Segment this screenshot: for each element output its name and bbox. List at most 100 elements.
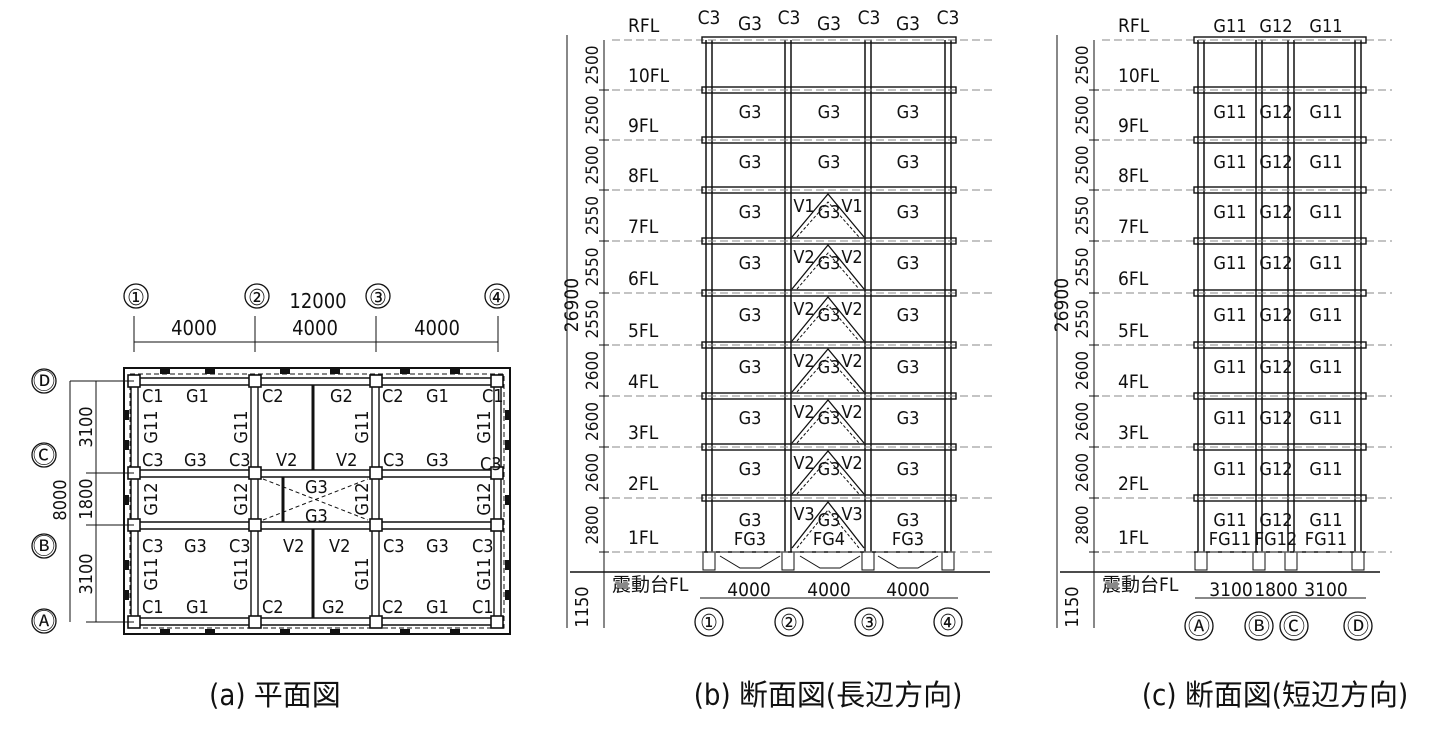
member-label: G11: [1213, 357, 1246, 378]
member-label: C3: [142, 450, 164, 471]
member-label: G12: [141, 482, 162, 515]
member-label: FG4: [813, 529, 845, 550]
floor-beam: [1193, 186, 1367, 194]
member-label: G11: [1309, 357, 1342, 378]
short-section-caption: (c) 断面図(短辺方向): [1142, 678, 1408, 712]
member-label: G3: [426, 450, 449, 471]
member-label: G3: [739, 459, 762, 480]
member-label: G12: [1259, 152, 1292, 173]
floor-beam: [1193, 341, 1367, 349]
member-label: C2: [262, 386, 284, 407]
floor-beam: [1193, 36, 1367, 44]
plan-column-lines-labels: G11 G11 G11 G11 G12 G12 G12 G12 G11 G11 …: [141, 410, 495, 590]
member-label: G11: [1309, 202, 1342, 223]
member-label: G11: [1309, 253, 1342, 274]
member-label: C3: [142, 536, 164, 557]
story-height-label: 2600: [583, 453, 603, 492]
plan-axis-4: ④: [488, 286, 506, 311]
member-label: G11: [1213, 408, 1246, 429]
brace-label: V2: [793, 247, 814, 268]
member-label: C1: [142, 597, 164, 618]
brace-label: V2: [841, 402, 862, 423]
story-height-label: 2550: [583, 300, 603, 339]
story-height-label: 2500: [583, 96, 603, 135]
plan-axis-1: ①: [127, 286, 145, 311]
member-label: G3: [739, 510, 762, 531]
member-label: V2: [276, 450, 297, 471]
story-height-label: 2600: [1073, 453, 1093, 492]
story-height-label: 2800: [583, 506, 603, 545]
floor-label: 4FL: [1118, 371, 1149, 393]
floor-beam: [1193, 289, 1367, 297]
member-label: G11: [1213, 152, 1246, 173]
brace-label: V2: [793, 402, 814, 423]
inverted-v-brace: [796, 304, 860, 342]
story-height-label: 2550: [583, 196, 603, 235]
plan-yspan-lower: 3100: [76, 553, 97, 594]
long-span-3: 4000: [886, 579, 930, 601]
member-label: G1: [426, 386, 449, 407]
member-label: G11: [141, 557, 162, 590]
member-label: C3: [858, 7, 881, 29]
member-label: G3: [305, 477, 328, 498]
plan-row-mid: G3 G3: [305, 477, 328, 527]
member-label: V2: [329, 536, 350, 557]
plan-axis-2: ②: [248, 286, 266, 311]
member-label: G3: [739, 102, 762, 123]
member-label: G3: [184, 450, 207, 471]
member-label: C3: [937, 7, 960, 29]
plan-row-b: C3 G3 C3 V2 V2 C3 G3 C3: [142, 536, 494, 557]
member-label: C3: [480, 454, 502, 475]
plan-yspan-middle: 1800: [76, 478, 97, 519]
short-span-3: 3100: [1304, 579, 1348, 601]
plan-span-2: 4000: [292, 316, 338, 340]
member-label: G3: [897, 253, 920, 274]
short-section-labels: 26900 1150 震動台FL 3100 1800 3100 Ⓐ Ⓑ Ⓒ Ⓓ …: [1051, 278, 1408, 712]
floor-beam: [701, 494, 957, 502]
long-section-labels: 26900 1150 震動台FL 4000 4000 4000 ① ② ③ ④ …: [561, 7, 962, 712]
member-label: G3: [896, 13, 920, 35]
member-label: G11: [1309, 305, 1342, 326]
inverted-v-brace: [791, 295, 865, 342]
inverted-v-brace: [796, 509, 860, 549]
plan-span-1: 4000: [171, 316, 217, 340]
member-label: G3: [818, 459, 841, 480]
member-label: G3: [897, 510, 920, 531]
member-label: G3: [739, 253, 762, 274]
member-label: G11: [1309, 408, 1342, 429]
member-label: G3: [897, 357, 920, 378]
member-label: G12: [1259, 102, 1292, 123]
brace-label: V1: [841, 196, 862, 217]
member-label: C2: [382, 597, 404, 618]
member-label: C1: [472, 597, 494, 618]
member-label: V2: [336, 450, 357, 471]
brace-label: V3: [841, 504, 862, 525]
inverted-v-brace: [791, 500, 865, 549]
floor-beam: [1193, 392, 1367, 400]
short-span-1: 3100: [1209, 579, 1253, 601]
short-total-height: 26900: [1051, 278, 1073, 332]
member-label: G1: [186, 597, 209, 618]
floor-label: 3FL: [1118, 422, 1149, 444]
brace-label: V2: [841, 299, 862, 320]
member-label: C1: [142, 386, 164, 407]
long-axis-2: ②: [780, 611, 798, 636]
long-total-height: 26900: [561, 278, 583, 332]
inverted-v-brace: [791, 398, 865, 444]
member-label: C3: [383, 450, 405, 471]
plan-row-c: C3 G3 C3 V2 V2 C3 G3 C3: [142, 450, 502, 475]
member-label: G11: [231, 557, 252, 590]
member-label: G11: [141, 410, 162, 443]
long-span-1: 4000: [727, 579, 771, 601]
plan-axis-bubbles: [31, 283, 510, 634]
member-label: C3: [229, 450, 251, 471]
brace-label: V2: [841, 453, 862, 474]
short-axis-D: Ⓓ: [1347, 615, 1369, 640]
floor-label: 4FL: [628, 371, 659, 393]
member-label: G2: [330, 386, 353, 407]
plan-columns: [127, 374, 504, 629]
long-footings: [702, 551, 955, 571]
story-height-label: 2600: [1073, 351, 1093, 390]
